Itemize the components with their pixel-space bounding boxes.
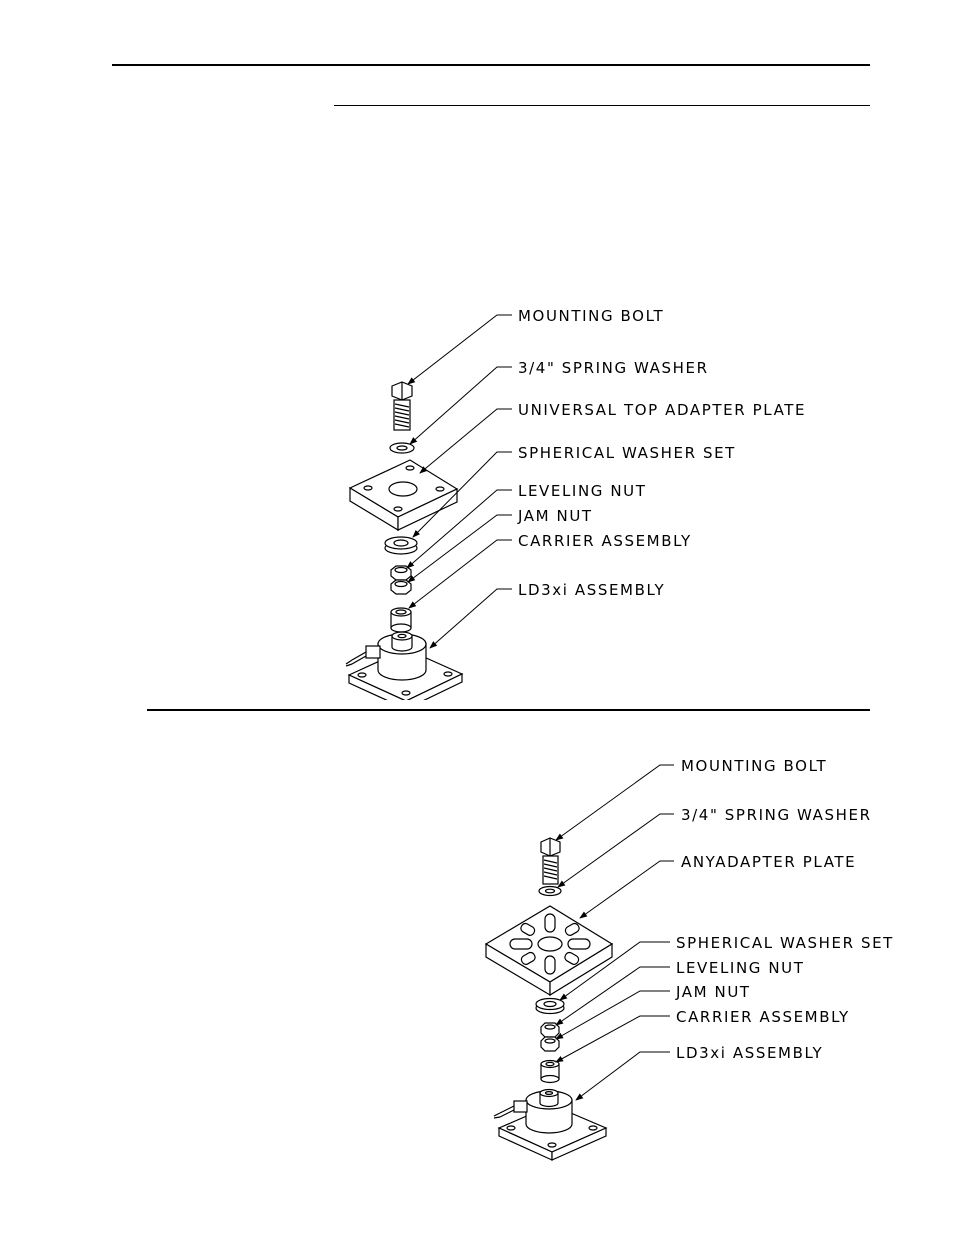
anyadapter-plate-part: [486, 906, 612, 995]
label-jam-nut: JAM NUT: [675, 983, 751, 1001]
spring-washer-part: [539, 887, 561, 896]
label-spherical-washer-set: SPHERICAL WASHER SET: [676, 934, 894, 952]
spherical-washer-set-part: [536, 999, 564, 1014]
carrier-assembly-part: [541, 1061, 559, 1083]
label-mounting-bolt: MOUNTING BOLT: [681, 757, 827, 775]
mounting-bolt-part: [541, 838, 560, 884]
label-spring-washer: 3/4" SPRING WASHER: [681, 806, 872, 824]
label-ld3xi-assembly: LD3xi ASSEMBLY: [676, 1044, 823, 1062]
label-carrier-assembly: CARRIER ASSEMBLY: [676, 1008, 850, 1026]
label-adapter-plate: ANYADAPTER PLATE: [681, 853, 856, 871]
label-leveling-nut: LEVELING NUT: [676, 959, 805, 977]
ld3xi-assembly-part: [494, 1090, 606, 1161]
